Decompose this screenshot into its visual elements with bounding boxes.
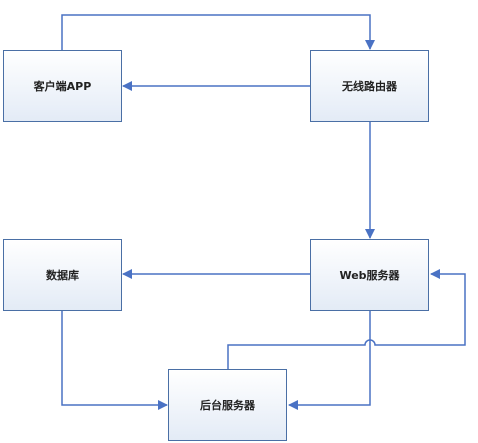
web-server-label: Web服务器: [339, 269, 400, 282]
wireless-router-node: 无线路由器: [310, 50, 429, 122]
backend-server-label: 后台服务器: [200, 399, 255, 412]
client-app-label: 客户端APP: [33, 80, 92, 93]
client-app-node: 客户端APP: [3, 50, 122, 122]
database-label: 数据库: [46, 269, 79, 282]
wireless-router-label: 无线路由器: [342, 80, 397, 93]
backend-server-node: 后台服务器: [168, 369, 287, 441]
edge-web-to-backend: [288, 311, 371, 410]
database-node: 数据库: [3, 239, 122, 311]
edge-backend-to-web: [227, 269, 466, 369]
edge-client-to-router: [61, 14, 375, 50]
web-server-node: Web服务器: [310, 239, 429, 311]
edge-database-to-backend: [61, 311, 168, 410]
